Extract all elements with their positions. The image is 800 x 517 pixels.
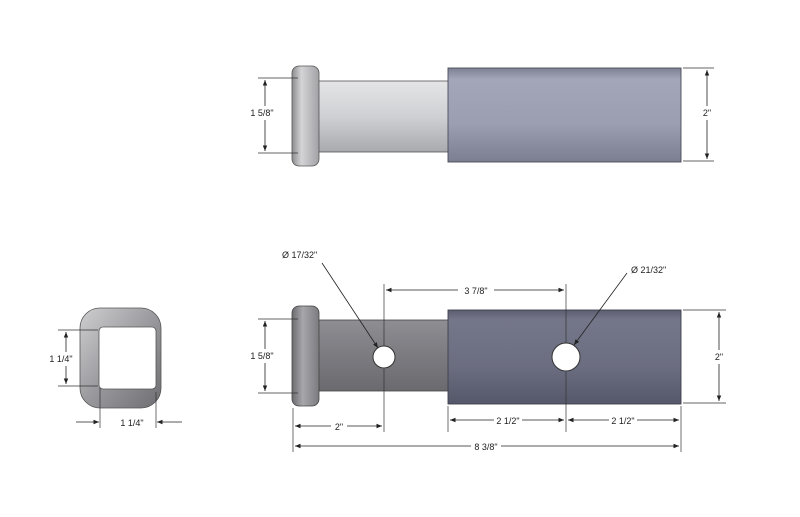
large-hole-leader xyxy=(573,272,628,346)
top-tube-height-label: 2" xyxy=(703,108,711,118)
overall-length-label: 8 3/8" xyxy=(474,442,497,452)
small-hole-leader xyxy=(321,262,379,349)
side-collar-height-label: 1 5/8" xyxy=(250,351,273,361)
large-pin-hole xyxy=(551,342,581,372)
hole-spacing-label: 3 7/8" xyxy=(464,286,487,296)
small-hole-diameter-label: Ø 17/32" xyxy=(282,250,317,260)
small-pin-hole xyxy=(372,345,396,369)
collar-to-hole-label: 2" xyxy=(335,422,343,432)
tube-start-to-hole-label: 2 1/2" xyxy=(496,416,519,426)
top-tube xyxy=(447,67,682,163)
top-shank xyxy=(315,80,451,153)
side-tube-height-label: 2" xyxy=(715,352,723,362)
top-collar-height-label: 1 5/8" xyxy=(250,108,273,118)
top-view: 1 5/8" 2" xyxy=(250,65,714,167)
top-collar xyxy=(291,65,320,167)
end-width-label: 1 1/4" xyxy=(120,418,143,428)
end-height-label: 1 1/4" xyxy=(49,354,72,364)
large-hole-diameter-label: Ø 21/32" xyxy=(631,265,666,275)
side-collar xyxy=(291,305,320,407)
side-view: Ø 17/32" Ø 21/32" 3 7/8" 1 5/8" 2" 2" xyxy=(250,250,727,453)
hole-to-end-label: 2 1/2" xyxy=(611,416,634,426)
end-inner-square xyxy=(98,326,157,390)
end-view: 1 1/4" 1 1/4" xyxy=(48,307,182,428)
